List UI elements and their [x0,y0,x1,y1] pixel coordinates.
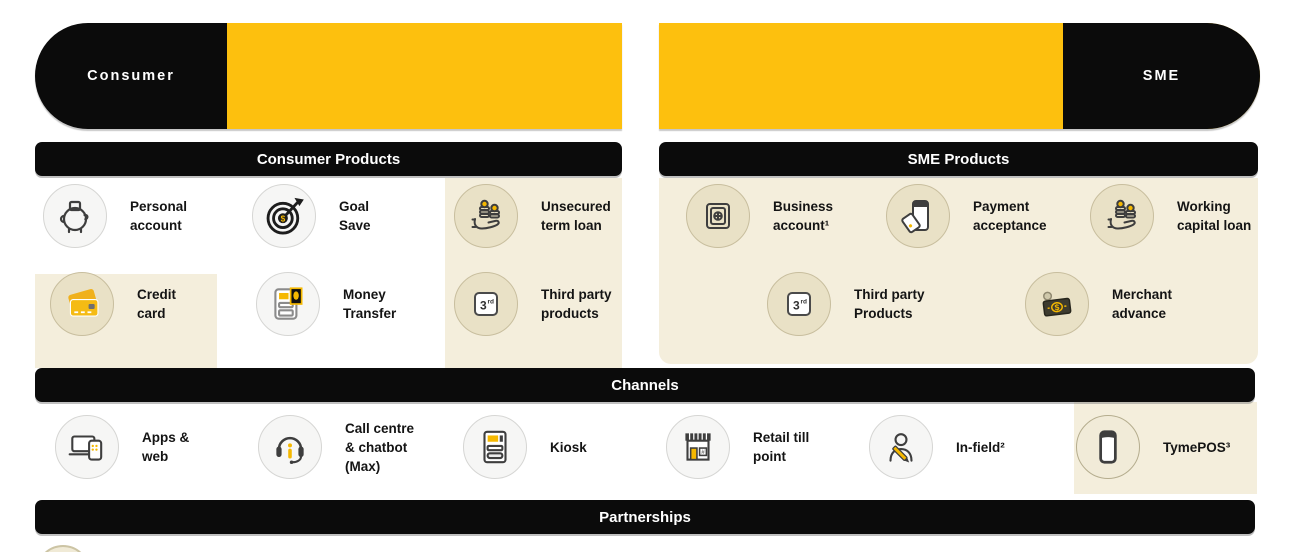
product-item-third-party-products: 3 rd Third party products [454,272,612,336]
banknote-icon: $ [1025,272,1089,336]
channel-item-label: Kiosk [550,439,587,455]
third-party-suffix-glyph: rd [801,299,808,306]
channel-item-label: In-field² [956,439,1005,455]
channel-item-call-centre: Call centre & chatbot (Max) [258,415,415,479]
sme-products-panel [659,178,1258,364]
partnerships-bar-title: Partnerships [599,508,691,526]
product-item-label: Working capital loan [1177,199,1252,233]
headset-icon [258,415,322,479]
channel-item-tymepos: TymePOS³ [1076,415,1231,479]
hash-glyph: # [701,449,705,456]
product-item-label: Merchant advance [1112,287,1173,321]
consumer-products-bar: Consumer Products [35,142,622,176]
phone-card-icon [886,184,950,248]
product-item-label: Business account¹ [773,199,834,233]
channel-item-label: Call centre & chatbot (Max) [345,420,415,474]
channels-bar-title: Channels [611,376,679,394]
pos-device-icon [1076,415,1140,479]
target-dart-icon: $ [252,184,316,248]
sme-header-label: SME [1142,68,1181,84]
sme-header-black-segment [1063,23,1260,129]
product-item-label: Money Transfer [343,287,397,321]
piggy-bank-icon [43,184,107,248]
channel-item-label: Apps & web [142,430,190,464]
product-item-label: Third party products [541,287,612,321]
sme-products-bar: SME Products [659,142,1258,176]
product-item-label: Payment acceptance [973,199,1047,233]
channel-item-label: TymePOS³ [1163,439,1231,455]
product-item-label: Goal Save [339,199,371,233]
product-item-working-capital-loan: Working capital loan [1090,184,1252,248]
product-item-label: Third party Products [854,287,925,321]
product-item-label: Unsecured term loan [541,199,611,233]
dollar-glyph: $ [281,214,286,223]
third-party-number-glyph: 3 [793,299,800,313]
product-item-third-party-products-sme: 3 rd Third party Products [767,272,925,336]
hand-coins-icon [1090,184,1154,248]
consumer-header-label: Consumer [87,68,175,84]
partial-icon [36,545,90,552]
channel-item-retail-till-point: # Retail till point [666,415,810,479]
product-item-money-transfer: Money Transfer [256,272,397,336]
product-item-credit-card: Credit card [50,272,177,336]
channel-item-apps-web: Apps & web [55,415,190,479]
person-pen-icon [869,415,933,479]
third-party-badge-icon: 3 rd [767,272,831,336]
product-item-payment-acceptance: Payment acceptance [886,184,1047,248]
laptop-phone-icon [55,415,119,479]
hand-coins-icon [454,184,518,248]
third-party-number-glyph: 3 [480,299,487,313]
channel-item-kiosk: Kiosk [463,415,587,479]
product-item-personal-account: Personal account [43,184,188,248]
product-item-label: Personal account [130,199,188,233]
sme-header-pill: SME [659,23,1260,129]
channel-item-in-field: In-field² [869,415,1005,479]
kiosk-machine-icon [463,415,527,479]
product-item-merchant-advance: $ Merchant advance [1025,272,1173,336]
safe-icon [686,184,750,248]
dollar-glyph: $ [1054,302,1060,313]
consumer-header-yellow-segment [227,23,622,129]
product-item-unsecured-term-loan: Unsecured term loan [454,184,611,248]
channel-item-label: Retail till point [753,430,810,464]
sme-products-bar-title: SME Products [907,150,1010,168]
channels-bar: Channels [35,368,1255,402]
third-party-suffix-glyph: rd [488,299,495,306]
product-item-label: Credit card [137,287,177,321]
consumer-products-bar-title: Consumer Products [256,150,401,168]
credit-card-icon [50,272,114,336]
partnerships-bar: Partnerships [35,500,1255,534]
consumer-header-pill: Consumer [35,23,622,129]
storefront-icon: # [666,415,730,479]
product-item-goal-save: $ Goal Save [252,184,371,248]
third-party-badge-icon: 3 rd [454,272,518,336]
product-item-business-account: Business account¹ [686,184,834,248]
transfer-machine-icon [256,272,320,336]
